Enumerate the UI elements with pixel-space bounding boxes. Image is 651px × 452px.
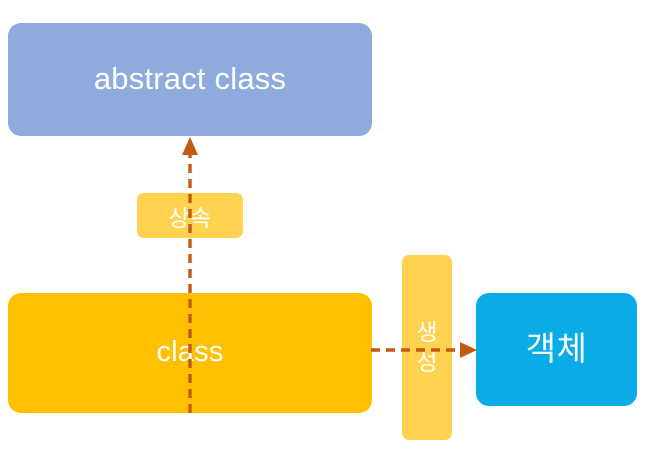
edge-label-inheritance-text: 상속 (168, 204, 212, 231)
inheritance-arrow-head-icon (182, 137, 198, 155)
creation-arrow-head-icon (460, 342, 477, 358)
node-abstract-class[interactable]: abstract class (8, 23, 372, 136)
node-class[interactable]: class (8, 293, 372, 413)
edge-label-creation-char-1: 생 (416, 319, 438, 346)
node-object[interactable]: 객체 (476, 293, 637, 406)
edge-label-inheritance[interactable]: 상속 (137, 193, 243, 238)
node-abstract-class-label: abstract class (93, 61, 287, 97)
node-class-label: class (156, 336, 224, 369)
edge-label-creation[interactable]: 생 성 (402, 255, 452, 440)
edge-label-creation-char-2: 성 (416, 348, 438, 375)
node-object-label: 객체 (525, 330, 588, 368)
